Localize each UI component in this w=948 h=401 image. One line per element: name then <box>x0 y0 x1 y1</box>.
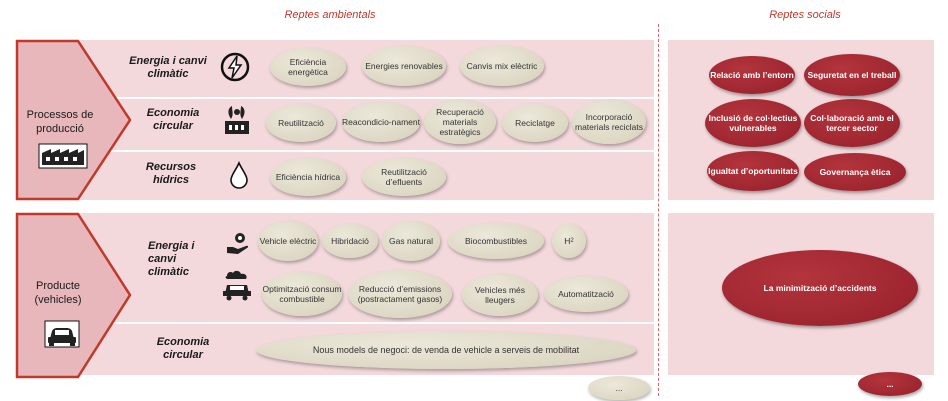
item-strategic-materials: Recuperació materials estratègics <box>424 100 496 144</box>
item-hybridization: Hibridació <box>322 224 378 258</box>
power-plug-icon <box>219 51 251 88</box>
item-biofuels: Biocombustibles <box>448 223 544 259</box>
item-electric-vehicle: Vehicle elèctric <box>258 221 318 261</box>
recycling-plant-icon <box>222 103 252 140</box>
item-electric-mix: Canvis mix elèctric <box>460 46 544 86</box>
social-equal-opportunities: Igualtat d’oportunitats <box>707 151 799 191</box>
environmental-header: Reptes ambientals <box>284 9 376 21</box>
item-refurbishing: Reacondicio-nament <box>342 102 420 142</box>
social-community-relation: Relació amb l’entorn <box>709 56 795 94</box>
item-natural-gas: Gas natural <box>382 221 440 261</box>
social-ethical-governance: Governança ètica <box>804 153 906 191</box>
processes-row-energy-label: Energia i canvi climàtic <box>129 55 207 80</box>
item-reuse: Reutilització <box>266 104 336 142</box>
processes-row-circular-label: Economia circular <box>146 107 200 132</box>
social-header: Reptes socials <box>769 9 841 21</box>
product-divider-1 <box>108 322 654 324</box>
more-environmental: ... <box>588 376 650 400</box>
social-work-safety: Seguretat en el treball <box>804 54 900 96</box>
social-accident-minimization: La minimització d’accidents <box>722 250 918 326</box>
factory-icon <box>38 143 88 174</box>
hand-gear-icon <box>224 229 252 262</box>
item-lighter-vehicles: Vehicles més lleugers <box>462 274 538 316</box>
product-label: Producte (vehicles) <box>34 280 82 306</box>
item-recycling: Reciclatge <box>502 104 568 142</box>
processes-divider-2 <box>108 150 654 152</box>
item-recycled-materials: Incorporació materials reciclats <box>572 100 646 144</box>
social-third-sector: Col·laboració amb el tercer sector <box>804 99 900 147</box>
column-separator <box>658 24 659 396</box>
processes-divider-1 <box>108 97 654 99</box>
item-renewable-energy: Energies renovables <box>362 46 446 86</box>
item-new-business-models: Nous models de negoci: de venda de vehic… <box>256 331 636 369</box>
item-automation: Automatització <box>544 276 628 312</box>
social-vulnerable-inclusion: Inclusió de col·lectius vulnerables <box>705 99 801 147</box>
item-energy-efficiency: Eficiència energètica <box>270 48 346 86</box>
product-row-energy-label: Energia i canvi climàtic <box>148 240 195 278</box>
car-icon <box>44 320 80 353</box>
item-water-efficiency: Eficiència hídrica <box>270 158 346 196</box>
item-emission-reduction: Reducció d’emissions (postractament gaso… <box>348 270 452 318</box>
processes-label: Processos de producció <box>26 109 94 135</box>
item-effluent-reuse: Reutilització d’efluents <box>362 158 446 196</box>
more-social: ... <box>858 372 922 396</box>
vehicle-cloud-icon <box>220 267 254 306</box>
processes-row-water-label: Recursos hídrics <box>145 161 197 186</box>
item-fuel-optimization: Optimització consum combustible <box>262 272 342 316</box>
water-drop-icon <box>228 160 250 194</box>
product-row-circular-label: Economia circular <box>156 336 210 361</box>
